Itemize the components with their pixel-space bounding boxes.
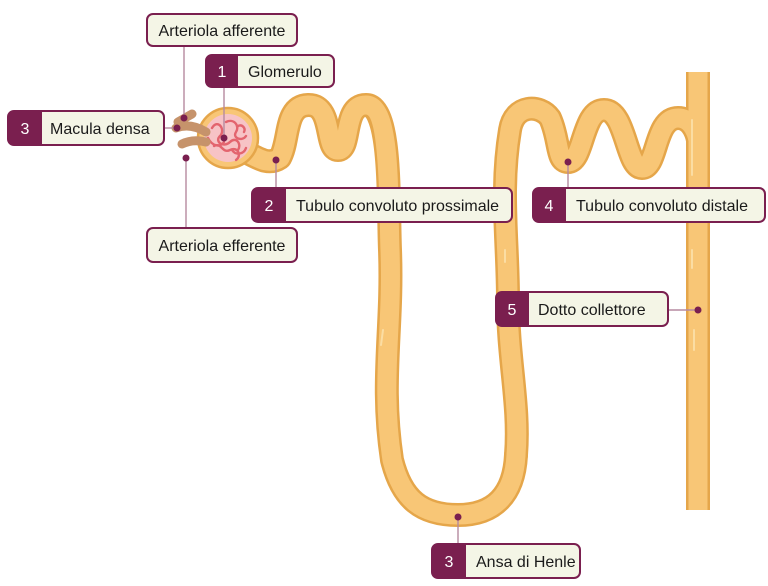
label-tubulo-distale-text: Tubulo convoluto distale xyxy=(576,198,748,215)
label-arteriola-afferente: Arteriola afferente xyxy=(146,13,298,47)
label-arteriola-efferente: Arteriola efferente xyxy=(146,227,298,263)
label-macula-densa-number: 3 xyxy=(21,121,30,138)
label-tubulo-prossimale-text: Tubulo convoluto prossimale xyxy=(296,198,499,215)
pointer-efferente-dot xyxy=(182,154,190,162)
label-arteriola-efferente-text: Arteriola efferente xyxy=(159,238,286,255)
label-arteriola-afferente-text: Arteriola afferente xyxy=(159,23,286,40)
label-tubulo-prossimale: 2 Tubulo convoluto prossimale xyxy=(251,187,513,223)
label-ansa-henle-number: 3 xyxy=(445,554,454,571)
efferent-arteriole xyxy=(177,136,211,149)
afferent-arteriole xyxy=(171,121,211,137)
label-tubulo-distale-number: 4 xyxy=(545,198,554,215)
duct-highlight xyxy=(691,119,695,351)
label-tubulo-distale: 4 Tubulo convoluto distale xyxy=(532,187,766,223)
label-glomerulo: 1 Glomerulo xyxy=(205,54,335,88)
pointer-lines xyxy=(164,44,702,544)
ascending-limb-distal-tubule xyxy=(492,96,710,467)
proximal-tubule-fill xyxy=(232,95,526,525)
limb-highlight xyxy=(380,249,506,346)
label-tubulo-prossimale-number: 2 xyxy=(265,198,274,215)
pointer-distale-dot xyxy=(564,158,572,166)
label-dotto-collettore-text: Dotto collettore xyxy=(538,302,646,319)
label-ansa-henle-text: Ansa di Henle xyxy=(476,554,576,571)
pointer-collettore-dot xyxy=(694,306,702,314)
pointer-prossimale-dot xyxy=(272,156,280,164)
glomerulus-capillaries xyxy=(206,119,248,162)
pointer-henle-dot xyxy=(454,513,462,521)
label-ansa-henle: 3 Ansa di Henle xyxy=(431,543,581,579)
pointer-macula-dot xyxy=(173,124,181,132)
pointer-glomerulo-dot xyxy=(220,134,228,142)
label-glomerulo-text: Glomerulo xyxy=(248,64,322,81)
label-macula-densa-text: Macula densa xyxy=(50,121,150,138)
ascending-limb-fill xyxy=(495,99,708,465)
label-dotto-collettore-number: 5 xyxy=(508,302,517,319)
pointer-afferente-dot xyxy=(180,114,188,122)
label-macula-densa: 3 Macula densa xyxy=(7,110,165,146)
label-glomerulo-number: 1 xyxy=(218,64,227,81)
label-dotto-collettore: 5 Dotto collettore xyxy=(495,291,669,327)
